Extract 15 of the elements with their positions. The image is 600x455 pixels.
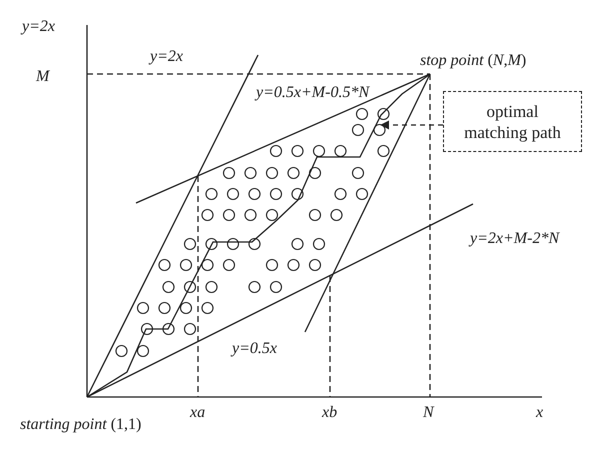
axis-label: M: [36, 68, 50, 86]
line-label: y=0.5x: [232, 340, 277, 358]
tick-label: N: [423, 404, 434, 422]
tick-label: xa: [190, 404, 206, 422]
leader-arrow: [380, 120, 443, 130]
tick-label: xb: [322, 404, 338, 422]
axis-label: y=2x: [22, 18, 55, 36]
point-label: starting point (1,1): [20, 416, 142, 434]
line-label: y=2x: [150, 48, 183, 66]
axis-label: x: [536, 404, 544, 422]
line-label: y=0.5x+M-0.5*N: [256, 84, 370, 102]
callout-box: optimal matching path: [443, 91, 582, 152]
point-label: stop point (N,M): [420, 52, 526, 70]
matching-path-line: [86, 74, 430, 398]
line-label: y=2x+M-2*N: [470, 230, 560, 248]
